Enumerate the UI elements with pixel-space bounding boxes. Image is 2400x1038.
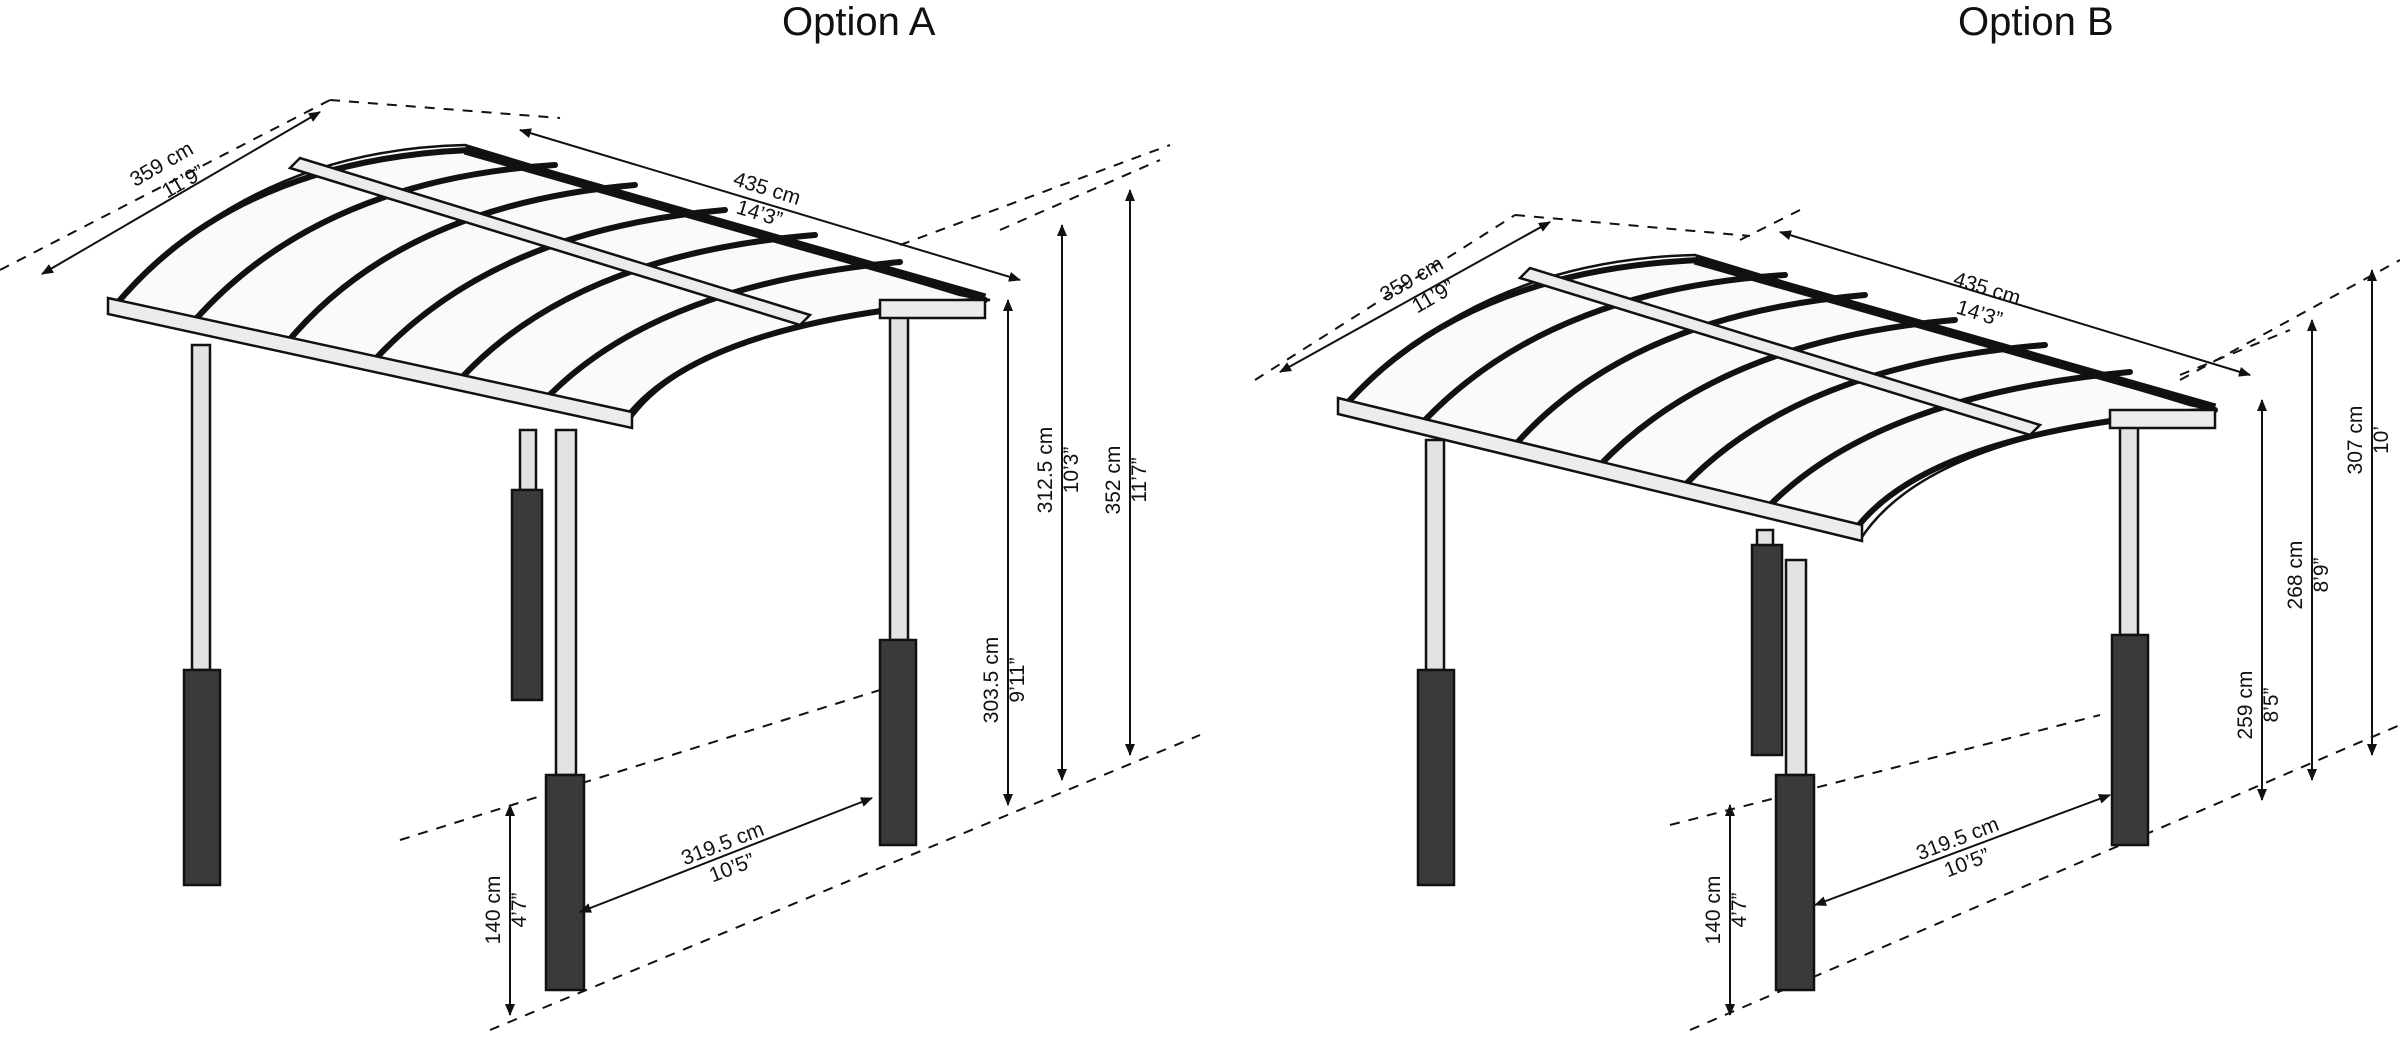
option-a-eave-h-cm: 303.5 cm bbox=[980, 637, 1003, 723]
option-b-base-h-cm: 140 cm bbox=[1702, 876, 1725, 945]
option-a-base-h-cm: 140 cm bbox=[482, 876, 505, 945]
option-a-ridge-h-cm: 312.5 cm bbox=[1034, 427, 1057, 513]
option-b-total-h-ft: 10’ bbox=[2370, 426, 2393, 454]
option-a-title: Option A bbox=[782, 0, 936, 44]
option-b-total-h-cm: 307 cm bbox=[2344, 406, 2367, 475]
option-a-eave-h-ft: 9’11” bbox=[1006, 657, 1029, 702]
option-a: Option A 359 cm bbox=[0, 0, 1201, 1031]
option-b-ridge-h-cm: 268 cm bbox=[2284, 541, 2307, 610]
option-a-base-h-ft: 4’7” bbox=[508, 892, 531, 927]
option-a-ridge-h-ft: 10’3” bbox=[1060, 447, 1083, 494]
option-b-eave-h-ft: 8’5” bbox=[2260, 687, 2283, 722]
option-b-base-h-ft: 4’7” bbox=[1728, 892, 1751, 927]
option-a-total-h-ft: 11’7” bbox=[1128, 457, 1151, 502]
option-b: Option B 359 cm 11’9” bbox=[1254, 0, 2400, 1031]
option-b-eave-h-cm: 259 cm bbox=[2234, 671, 2257, 740]
option-b-ridge-h-ft: 8’9” bbox=[2310, 557, 2333, 592]
option-b-title: Option B bbox=[1958, 0, 2114, 44]
option-a-total-h-cm: 352 cm bbox=[1102, 446, 1125, 515]
